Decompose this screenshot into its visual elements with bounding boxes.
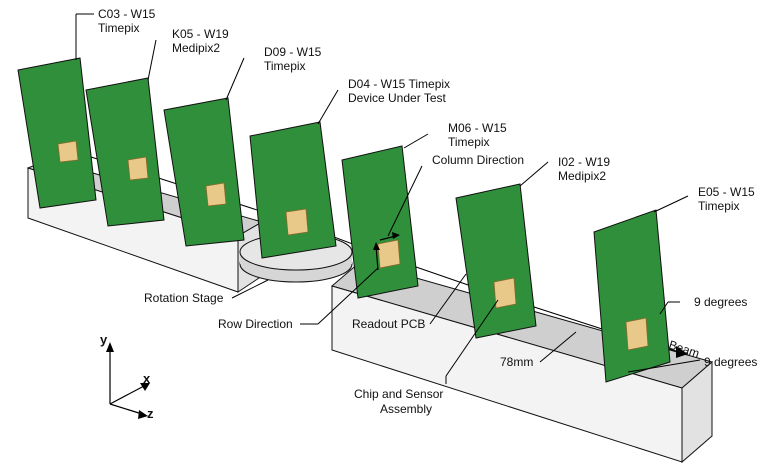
plane-1-name: C03 - W15 (98, 7, 156, 21)
chip-sensor (625, 317, 649, 351)
plane-5-name: M06 - W15 (448, 121, 507, 135)
plane-2-name: K05 - W19 (172, 27, 229, 41)
row-direction-label: Row Direction (218, 317, 293, 331)
chip-sensor (127, 156, 149, 181)
plane-1-type: Timepix (98, 21, 140, 35)
chip-assembly-label-2: Assembly (380, 402, 432, 416)
x-axis-label: x (143, 371, 151, 386)
plane-4-name: D04 - W15 Timepix (348, 77, 450, 91)
detector-plane-4-dut (249, 121, 337, 259)
z-axis-label: z (147, 406, 154, 421)
chip-assembly-label-1: Chip and Sensor (354, 387, 443, 401)
plane-3-type: Timepix (264, 59, 306, 73)
coordinate-axes: y x z (100, 332, 154, 421)
tilt-label-upper: 9 degrees (694, 295, 747, 309)
tilt-label-lower: 9 degrees (704, 355, 757, 369)
chip-sensor (377, 239, 401, 269)
column-direction-label: Column Direction (432, 153, 524, 167)
y-axis-label: y (100, 332, 108, 347)
detector-plane-6 (455, 183, 537, 339)
plane-7-name: E05 - W15 (698, 185, 755, 199)
leader-lines (75, 13, 701, 384)
chip-sensor (205, 182, 227, 207)
detector-plane-1 (17, 57, 97, 209)
readout-pcb (17, 57, 97, 209)
plane-5-type: Timepix (448, 135, 490, 149)
readout-pcb (249, 121, 337, 259)
x-axis (109, 385, 145, 405)
plane-3-name: D09 - W15 (264, 45, 322, 59)
detector-plane-7 (593, 209, 671, 383)
chip-sensor (285, 208, 309, 236)
right-rail-side (681, 360, 713, 464)
readout-pcb (85, 77, 165, 227)
detector-plane-2 (85, 77, 165, 227)
plane-6-name: I02 - W19 (558, 155, 610, 169)
plane-2-type: Medipix2 (172, 41, 220, 55)
detector-plane-3 (163, 97, 245, 247)
y-axis-arrow (106, 342, 114, 352)
readout-pcb (593, 209, 671, 383)
z-axis-arrow (138, 410, 148, 419)
detector-plane-5 (341, 145, 419, 299)
row-arrow-head (392, 232, 400, 239)
rotation-stage-label: Rotation Stage (144, 291, 224, 305)
spacing-label: 78mm (500, 355, 533, 369)
z-axis (109, 403, 143, 415)
column-arrow-head (373, 242, 380, 250)
chip-sensor (57, 140, 79, 163)
x-axis-arrow (140, 383, 150, 391)
plane-6-type: Medipix2 (558, 169, 606, 183)
beam-arrow-head (676, 346, 688, 358)
plane-7-type: Timepix (698, 199, 740, 213)
readout-pcb-label: Readout PCB (352, 317, 425, 331)
readout-pcb (163, 97, 245, 247)
plane-4-type: Device Under Test (348, 91, 446, 105)
chip-sensor (493, 277, 517, 309)
